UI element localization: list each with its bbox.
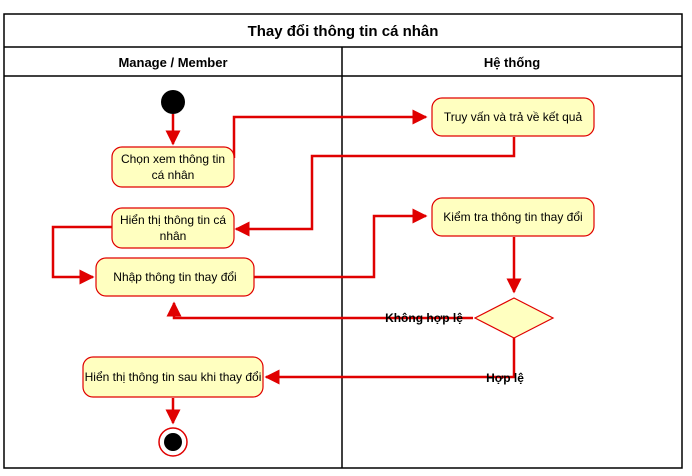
action-show-info-line2: nhân [160, 229, 187, 243]
edge-show-to-enter [51, 225, 112, 285]
guard-invalid: Không hợp lệ [385, 311, 463, 325]
action-show-info-line1: Hiển thị thông tin cá [120, 213, 226, 227]
initial-node [161, 90, 185, 114]
action-check-change-label: Kiểm tra thông tin thay đổi [443, 210, 582, 224]
action-view-info-line2: cá nhân [152, 168, 195, 182]
flow-edges [51, 109, 522, 425]
diagram-frame [3, 13, 683, 469]
action-show-after: Hiển thị thông tin sau khi thay đổi [82, 356, 264, 398]
action-show-after-label: Hiển thị thông tin sau khi thay đổi [85, 370, 262, 384]
decision-node [473, 297, 555, 339]
action-view-info-line1: Chọn xem thông tin [121, 152, 225, 166]
lane-header-left: Manage / Member [118, 55, 227, 70]
diagram-title: Thay đổi thông tin cá nhân [248, 23, 439, 40]
edge-valid-to-show-after [264, 338, 516, 385]
action-enter-change-label: Nhập thông tin thay đổi [113, 270, 236, 284]
action-enter-change: Nhập thông tin thay đổi [95, 257, 255, 297]
guard-valid: Hợp lệ [486, 371, 524, 385]
lane-header-right: Hệ thống [484, 55, 540, 70]
action-query-return: Truy vấn và trả về kết quả [431, 97, 595, 137]
action-query-return-label: Truy vấn và trả về kết quả [444, 110, 583, 124]
action-show-info: Hiển thị thông tin cá nhân [111, 207, 235, 249]
action-check-change: Kiểm tra thông tin thay đổi [431, 197, 595, 237]
action-view-info: Chọn xem thông tin cá nhân [111, 146, 235, 188]
edge-enter-to-check [254, 208, 428, 279]
edge-query-to-show [234, 137, 516, 237]
final-node [158, 427, 188, 457]
edge-invalid-to-enter [166, 301, 473, 320]
edge-view-to-query [232, 109, 428, 158]
